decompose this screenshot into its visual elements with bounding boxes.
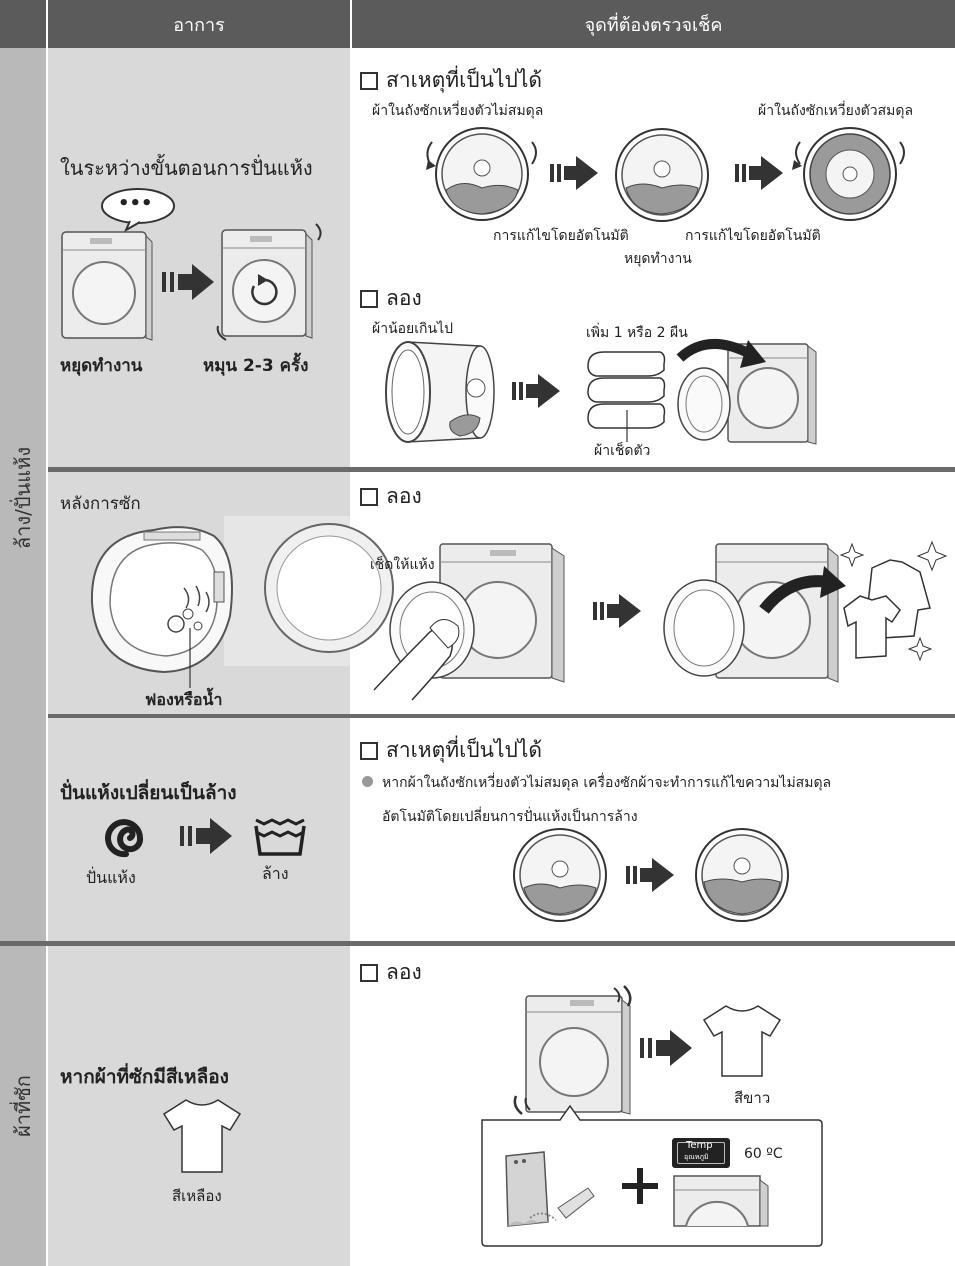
arrow-right-icon [512,374,560,408]
drum-few-clothes-icon [385,341,495,443]
washer-small-icon [673,1175,769,1227]
white-label: สีขาว [734,1089,771,1107]
drum-unbalanced-icon [513,828,607,922]
towel-pointer-line [626,410,628,442]
drum-stopped-icon [615,128,709,222]
checkbox-icon[interactable] [360,963,378,982]
auto-fix-label-2: การแก้ไขโดยอัตโนมัติ [685,228,821,244]
yellow-label: สีเหลือง [172,1187,222,1205]
row3-cause-label: สาเหตุที่เป็นไปได้ [386,738,543,762]
door-foam-icon [90,516,394,688]
washer-wipe-icon [373,543,565,701]
header-blank [0,0,46,48]
arrow-right-icon [550,156,598,190]
side-column-clothes [0,944,46,1266]
row1-cause-check: สาเหตุที่เป็นไปได้ [360,64,542,97]
towel-label: ผ้าเช็ดตัว [594,443,651,459]
row1-try-check: ลอง [360,282,422,315]
checkbox-icon[interactable] [360,487,378,506]
checkbox-icon[interactable] [360,741,378,760]
side-label-wash-spin: ล้าง/ปั่นแห้ง [11,446,35,550]
row4-try-check: ลอง [360,956,422,989]
stopped-label: หยุดทำงาน [60,356,143,376]
drum-rinse-icon [695,828,789,922]
separator-3 [0,941,955,946]
arrow-right-icon [735,156,783,190]
add-label: เพิ่ม 1 หรือ 2 ผืน [586,325,688,341]
spin-label: ปั่นแห้ง [86,868,136,887]
rinse-label: ล้าง [262,864,289,883]
bullet-line-2: อัตโนมัติโดยเปลี่ยนการปั่นแห้งเป็นการล้า… [382,809,638,825]
row4-symptom-text: หากผ้าที่ซักมีสีเหลือง [60,1066,229,1088]
detergent-bag-icon [505,1151,595,1227]
header-symptom: อาการ [48,0,350,48]
separator-2 [48,714,955,718]
spin-icon [105,819,144,858]
arrow-right-icon [593,594,641,628]
row1-symptom-text: ในระหว่างขั้นตอนการปั่นแห้ง [60,156,313,180]
washer-stopped-icon [61,231,153,341]
rinse-icon [254,818,306,856]
speech-bubble-icon [101,188,175,233]
row2-try-check: ลอง [360,480,422,513]
row3-symptom-text: ปั่นแห้งเปลี่ยนเป็นล้าง [60,782,237,804]
drum-balanced-icon [792,127,905,221]
white-shirt-icon [702,1005,782,1077]
row3-cause-check: สาเหตุที่เป็นไปได้ [360,734,542,767]
speech-dots: ••• [118,193,153,214]
temp-en-label: Temp [686,1140,713,1151]
row4-try-label: ลอง [386,960,422,984]
drum-unbalanced-icon [426,127,537,221]
clean-clothes-icon [839,540,948,662]
row2-try-label: ลอง [386,484,422,508]
side-column-wash [0,48,46,944]
arrow-right-icon [180,818,232,854]
foam-label: ฟองหรือน้ำ [145,690,223,709]
yellow-shirt-icon [162,1099,242,1173]
arrow-right-icon [626,858,674,892]
wipe-label: เช็ดให้แห้ง [370,557,435,573]
header-checkpoint: จุดที่ต้องตรวจเช็ค [352,0,955,48]
washer-rotating-icon [216,223,322,341]
washer-spinning-icon [513,985,632,1115]
row1-cause-label: สาเหตุที่เป็นไปได้ [386,68,543,92]
plus-icon [622,1168,658,1204]
bullet-line-1: หากผ้าในถังซักเหวี่ยงตัวไม่สมดุล เครื่อง… [382,775,832,791]
too-few-label: ผ้าน้อยเกินไป [372,321,454,337]
washer-open-icon [663,543,846,683]
row1-try-label: ลอง [386,286,422,310]
temp-value-label: 60 ºC [744,1146,783,1162]
checkbox-icon[interactable] [360,71,378,90]
side-label-clothes: ผ้าที่ซัก [11,1075,35,1137]
auto-fix-label-1: การแก้ไขโดยอัตโนมัติ [493,228,629,244]
stop-label: หยุดทำงาน [624,251,692,267]
arrow-right-icon [162,264,214,300]
temp-button-inner [677,1142,725,1164]
bullet-dot [362,776,373,787]
unbalanced-label: ผ้าในถังซักเหวี่ยงตัวไม่สมดุล [372,103,544,119]
rotate-label: หมุน 2-3 ครั้ง [203,356,309,376]
balanced-label: ผ้าในถังซักเหวี่ยงตัวสมดุล [758,103,914,119]
separator-1 [48,467,955,472]
towels-icon [587,351,666,429]
checkbox-icon[interactable] [360,289,378,308]
row2-symptom-text: หลังการซัก [60,494,141,514]
arrow-right-icon [640,1030,692,1066]
washer-with-door-icon [676,338,817,445]
temp-th-label: อุณหภูมิ [684,1153,709,1161]
